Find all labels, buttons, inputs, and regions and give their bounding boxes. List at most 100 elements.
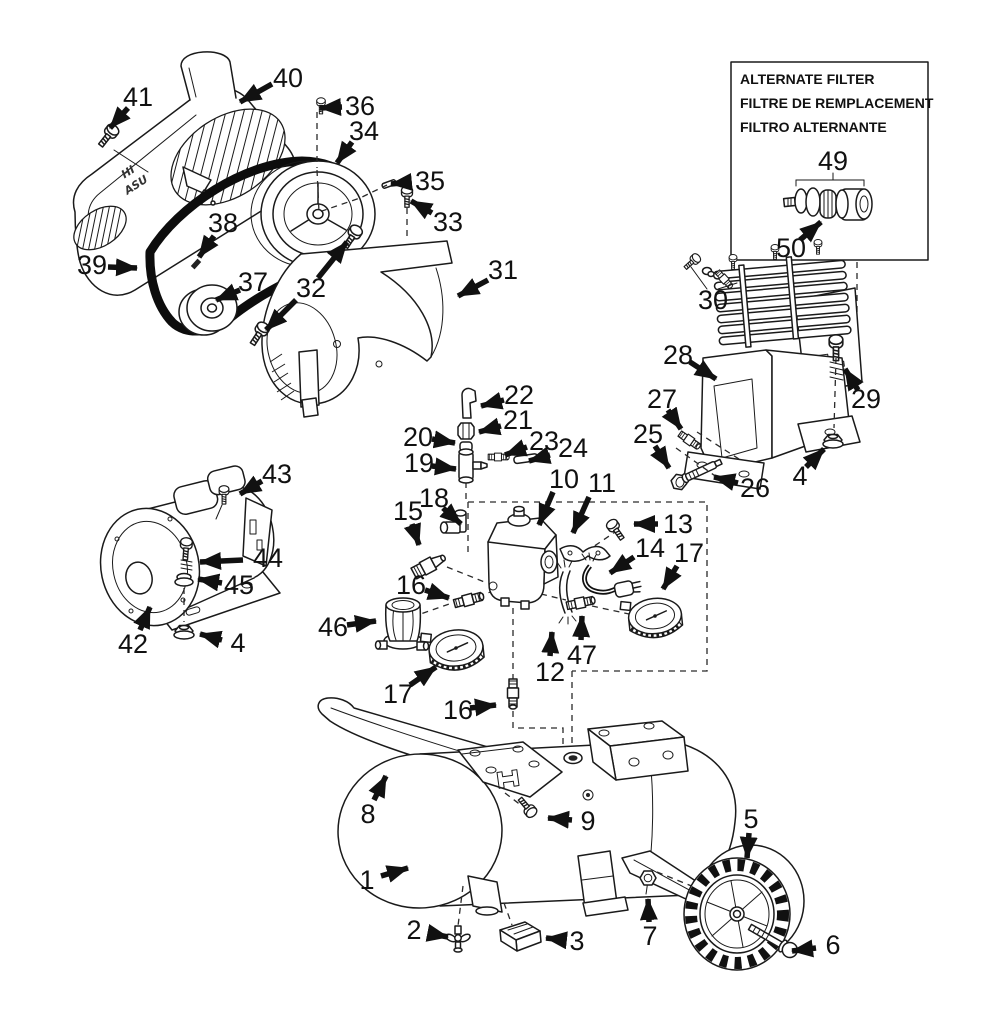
callout-9: 9 — [580, 806, 595, 836]
filter-box-title-es: FILTRO ALTERNANTE — [740, 119, 887, 135]
tire-tread — [685, 859, 789, 969]
callout-14: 14 — [635, 533, 665, 563]
crankcase — [700, 349, 851, 473]
cover-logo-line1: HI — [119, 163, 137, 181]
callout-16-switch-arrow — [424, 582, 450, 601]
belt-guard-front-cover — [261, 240, 453, 418]
callout-12: 12 — [535, 657, 565, 687]
callout-4-motor: 4 — [230, 628, 245, 658]
gauge-17-left — [420, 627, 485, 673]
callout-14-arrow — [608, 553, 636, 576]
callout-15: 15 — [393, 496, 423, 526]
cover-handle — [180, 51, 237, 101]
callout-40-arrow — [238, 81, 274, 105]
nut-4-motor — [173, 624, 195, 640]
callout-21: 21 — [503, 405, 533, 435]
callout-7: 7 — [642, 921, 657, 951]
callout-29-arrow — [842, 367, 864, 392]
belt-guard-assembly: HI ASU — [65, 51, 453, 418]
bolt-26 — [681, 458, 723, 484]
callout-2: 2 — [406, 915, 421, 945]
fitting-15 — [410, 554, 447, 580]
callout-50-arrow — [798, 219, 823, 243]
callout-17-left-arrow — [408, 664, 438, 688]
callout-32-arrow-b — [264, 298, 298, 332]
spring-44 — [180, 559, 193, 571]
callout-44: 44 — [253, 543, 283, 573]
callout-37-arrow — [214, 283, 242, 303]
callout-18-arrow — [439, 503, 463, 527]
filter-box-border — [730, 61, 929, 261]
callout-6-arrow — [791, 939, 817, 958]
wires-12 — [556, 559, 577, 625]
callout-19: 19 — [404, 448, 434, 478]
callout-15-arrow — [403, 522, 422, 546]
callout-45-arrow — [197, 573, 223, 592]
callout-23-arrow — [504, 439, 528, 458]
callout-31: 31 — [488, 255, 518, 285]
alternate-filter-drawing — [782, 187, 873, 221]
callout-41-arrow — [107, 106, 131, 130]
motor-front-cap — [99, 507, 201, 627]
callout-38: 38 — [208, 208, 238, 238]
tank-assembly — [317, 697, 805, 971]
callout-17-left: 17 — [383, 679, 413, 709]
callout-4-motor-arrow — [199, 630, 223, 649]
callout-22: 22 — [504, 380, 534, 410]
callout-12-arrow — [541, 631, 560, 657]
callout-41: 41 — [123, 82, 153, 112]
callout-20: 20 — [403, 422, 433, 452]
callout-33-arrow — [409, 198, 434, 220]
callout-40: 40 — [273, 63, 303, 93]
motor-end-bracket — [242, 497, 273, 567]
callout-6: 6 — [825, 930, 840, 960]
callout-24-arrow — [528, 446, 552, 464]
callout-46: 46 — [318, 612, 348, 642]
spring-29 — [829, 361, 844, 381]
callout-28: 28 — [663, 340, 693, 370]
cord-plug — [613, 580, 642, 598]
callout-35-arrow — [390, 172, 413, 191]
power-cord-14 — [581, 552, 642, 598]
callout-28-arrow — [688, 359, 718, 382]
callout-25-arrow — [650, 444, 672, 470]
callout-26-arrow — [713, 473, 739, 491]
rubber-foot-3 — [499, 921, 542, 952]
callout-49: 49 — [818, 146, 848, 176]
callout-39: 39 — [77, 250, 107, 280]
callout-43: 43 — [262, 459, 292, 489]
callout-33: 33 — [433, 207, 463, 237]
tube-22 — [461, 387, 477, 419]
callout-21-arrow — [478, 417, 502, 436]
callout-31-arrow — [456, 277, 490, 299]
callout-2-arrow — [425, 924, 449, 942]
callout-1-arrow — [380, 865, 409, 883]
callout-8: 8 — [360, 799, 375, 829]
callout-20-arrow — [431, 430, 456, 449]
callout-35: 35 — [415, 166, 445, 196]
callout-22-arrow — [480, 391, 505, 410]
callout-37: 37 — [238, 267, 268, 297]
key-38 — [190, 258, 202, 270]
callout-11-arrow — [570, 495, 592, 535]
callout-10: 10 — [549, 464, 579, 494]
callout-42-arrow — [133, 605, 153, 632]
callout-4-pump: 4 — [792, 461, 807, 491]
callout-44-arrow — [199, 552, 244, 571]
callout-36: 36 — [345, 91, 375, 121]
callout-29: 29 — [851, 384, 881, 414]
callout-32: 32 — [296, 273, 326, 303]
callout-25: 25 — [633, 419, 663, 449]
filter-element-50 — [819, 189, 837, 219]
callout-17-right: 17 — [674, 538, 704, 568]
callout-39-arrow — [107, 258, 138, 277]
nut-21 — [457, 422, 475, 440]
callout-34: 34 — [349, 116, 379, 146]
control-group — [374, 387, 708, 792]
tee-valve-19 — [458, 448, 488, 484]
alternate-filter-box: ALTERNATE FILTER FILTRE DE REMPLACEMENT … — [730, 61, 934, 313]
fitting-16-tank — [506, 678, 520, 710]
callout-16-switch: 16 — [396, 570, 426, 600]
callout-45: 45 — [224, 570, 254, 600]
